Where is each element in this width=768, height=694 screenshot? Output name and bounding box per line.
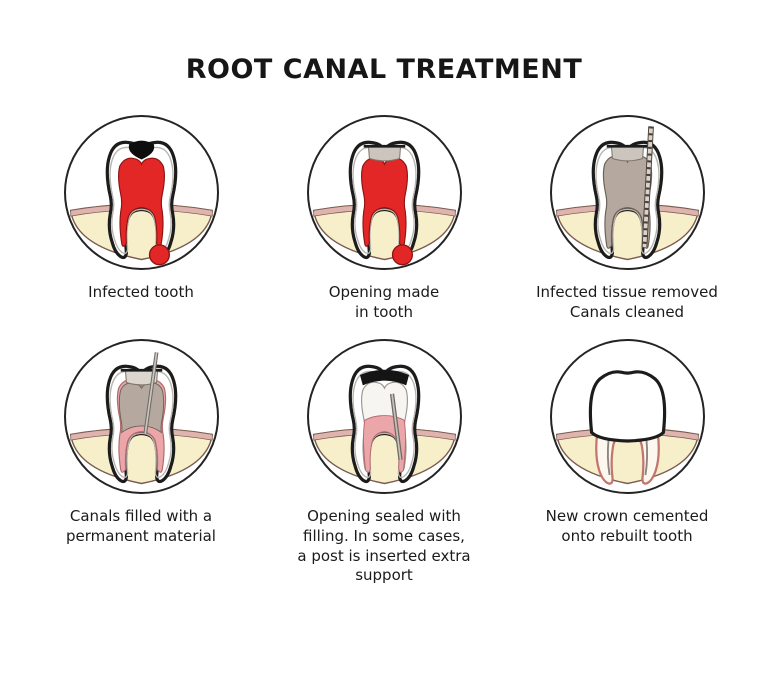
cavity xyxy=(128,140,154,160)
left-canal-line xyxy=(606,438,610,476)
stage-3: Infected tissue removed Canals cleaned xyxy=(506,115,749,339)
access-opening xyxy=(610,145,644,162)
stage-1-caption: Infected tooth xyxy=(88,283,194,301)
stage-2-circle xyxy=(306,115,462,270)
stage-3-caption: Infected tissue removed Canals cleaned xyxy=(536,283,718,321)
pulp-chamber xyxy=(118,382,164,434)
filled-canals-icon xyxy=(69,352,213,485)
stages-grid: Infected tooth Opening made in tooth xyxy=(0,115,768,586)
access-opening xyxy=(124,369,158,386)
abscess xyxy=(148,244,170,266)
stage-6: New crown cemented onto rebuilt tooth xyxy=(506,339,749,586)
canal-post-highlight xyxy=(390,393,401,461)
stage-1: Infected tooth xyxy=(20,115,263,339)
endodontic-file-body xyxy=(642,126,653,248)
stage-4: Canals filled with a permanent material xyxy=(20,339,263,586)
cleaned-canals-icon xyxy=(555,126,699,261)
right-canal-line xyxy=(644,438,648,476)
stage-4-circle xyxy=(63,339,219,494)
new-crown-icon xyxy=(555,370,699,485)
stage-1-circle xyxy=(63,115,219,270)
stage-6-circle xyxy=(549,339,705,494)
sealed-tooth-icon xyxy=(312,364,456,485)
dentin-line xyxy=(108,146,174,255)
infected-pulp xyxy=(117,157,165,247)
stage-2: Opening made in tooth xyxy=(263,115,506,339)
stage-5: Opening sealed with filling. In some cas… xyxy=(263,339,506,586)
stage-3-circle xyxy=(549,115,705,270)
stage-6-caption: New crown cemented onto rebuilt tooth xyxy=(545,507,709,545)
abscess xyxy=(391,244,413,266)
infected-tooth-icon xyxy=(69,140,213,266)
sealing-filling xyxy=(359,369,409,386)
stage-4-caption: Canals filled with a permanent material xyxy=(66,507,216,545)
access-opening xyxy=(367,145,401,162)
filling-tool-highlight xyxy=(143,352,157,434)
page-title: ROOT CANAL TREATMENT xyxy=(185,54,583,85)
stage-5-circle xyxy=(306,339,462,494)
stage-5-caption: Opening sealed with filling. In some cas… xyxy=(297,507,471,585)
stage-2-caption: Opening made in tooth xyxy=(328,283,440,321)
new-crown xyxy=(588,370,666,443)
opened-tooth-icon xyxy=(312,140,456,266)
